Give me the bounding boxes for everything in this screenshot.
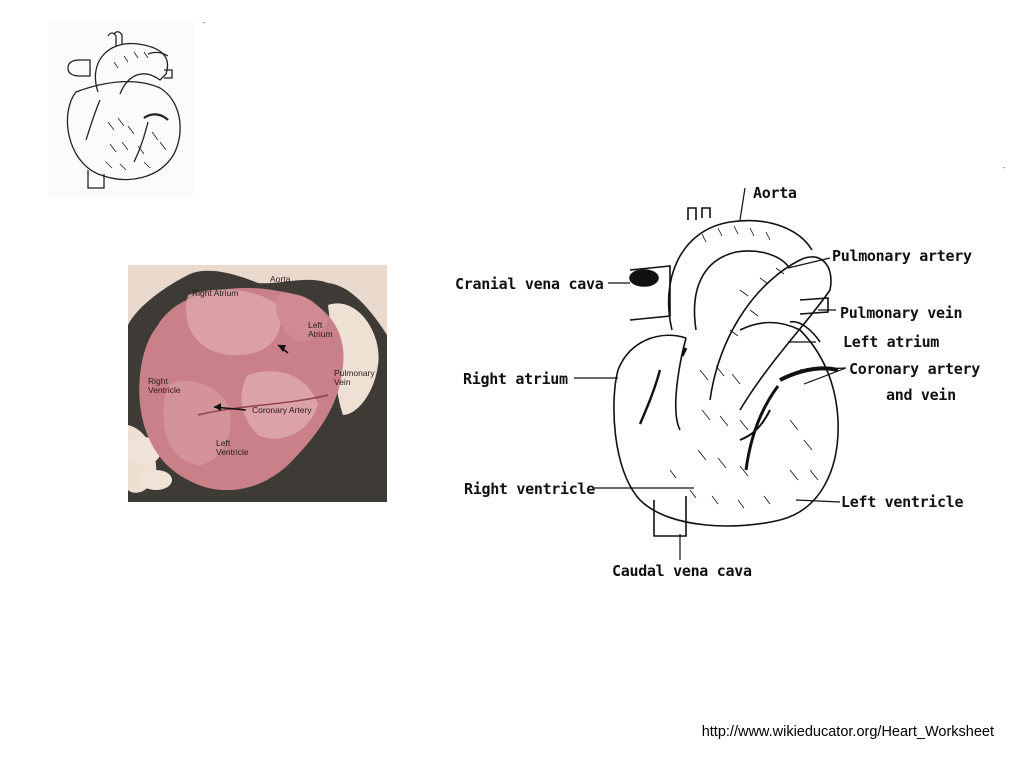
photo-label-pulmonary-vein: Pulmonary Vein (334, 368, 375, 387)
stray-mark: - (1003, 163, 1006, 172)
diagram-label-coronary-artery: Coronary artery (849, 360, 980, 378)
diagram-label-cranial-vena-cava: Cranial vena cava (455, 275, 604, 293)
photo-label-coronary-artery: Coronary Artery (252, 405, 312, 415)
heart-photograph: Aorta Right Atrium Left Atrium Right Ven… (128, 265, 387, 502)
photo-label-right-atrium: Right Atrium (192, 288, 239, 298)
heart-labelled-diagram: Aorta Pulmonary artery Cranial vena cava… (440, 170, 1024, 590)
heart-sketch-thumbnail (48, 22, 194, 198)
diagram-label-caudal-vena-cava: Caudal vena cava (612, 562, 752, 580)
stray-mark: - (203, 18, 206, 27)
photo-label-right-ventricle: Right Ventricle (148, 376, 181, 395)
diagram-label-right-atrium: Right atrium (463, 370, 568, 388)
diagram-label-left-ventricle: Left ventricle (841, 493, 964, 511)
photo-label-aorta: Aorta (270, 274, 291, 284)
source-url-link[interactable]: http://www.wikieducator.org/Heart_Worksh… (701, 724, 994, 740)
heart-sketch-thumbnail-drawing (66, 31, 181, 189)
diagram-label-pulmonary-artery: Pulmonary artery (832, 247, 972, 265)
diagram-label-and-vein: and vein (886, 386, 956, 404)
diagram-label-pulmonary-vein: Pulmonary vein (840, 304, 963, 322)
photo-label-left-ventricle: Left Ventricle (216, 438, 249, 457)
diagram-label-aorta: Aorta (753, 184, 797, 202)
heart-photograph-image (128, 265, 387, 502)
diagram-label-left-atrium: Left atrium (843, 333, 940, 351)
diagram-label-right-ventricle: Right ventricle (464, 480, 595, 498)
heart-diagram-drawing (574, 187, 847, 560)
photo-label-left-atrium: Left Atrium (308, 320, 333, 339)
